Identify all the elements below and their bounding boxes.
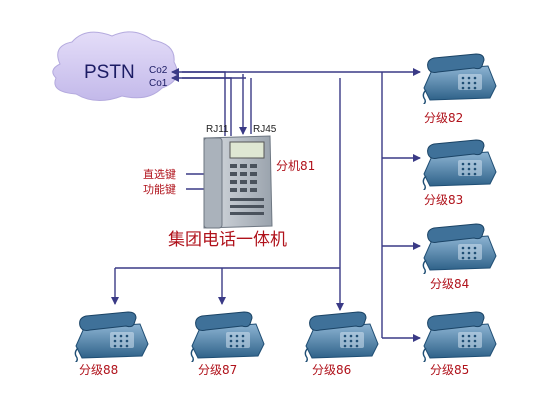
extension-84-label: 分级84 bbox=[430, 277, 470, 291]
co1-label: Co1 bbox=[149, 78, 168, 89]
phone-icon bbox=[422, 223, 497, 274]
pstn-label: PSTN bbox=[84, 62, 135, 83]
extension-81-label: 分机81 bbox=[276, 159, 316, 173]
extension-86-label: 分级86 bbox=[312, 363, 352, 377]
phone-icon bbox=[422, 311, 497, 362]
pbx-phone-icon bbox=[203, 135, 273, 229]
co2-label: Co2 bbox=[149, 65, 168, 76]
function-key-label: 功能键 bbox=[143, 183, 176, 196]
rj11-label: RJ11 bbox=[206, 124, 229, 135]
direct-key-label: 直选键 bbox=[143, 168, 176, 181]
rj45-label: RJ45 bbox=[253, 124, 277, 135]
phone-icon bbox=[190, 311, 265, 362]
extension-85-label: 分级85 bbox=[430, 363, 470, 377]
phone-icon bbox=[74, 311, 149, 362]
extension-83-label: 分级83 bbox=[424, 193, 464, 207]
phone-icon bbox=[304, 311, 379, 362]
phone-icon bbox=[422, 139, 497, 190]
pbx-title: 集团电话一体机 bbox=[168, 230, 287, 250]
extension-82-label: 分级82 bbox=[424, 111, 464, 125]
extension-87-label: 分级87 bbox=[198, 363, 238, 377]
phone-icon bbox=[422, 53, 497, 104]
extension-88-label: 分级88 bbox=[79, 363, 119, 377]
